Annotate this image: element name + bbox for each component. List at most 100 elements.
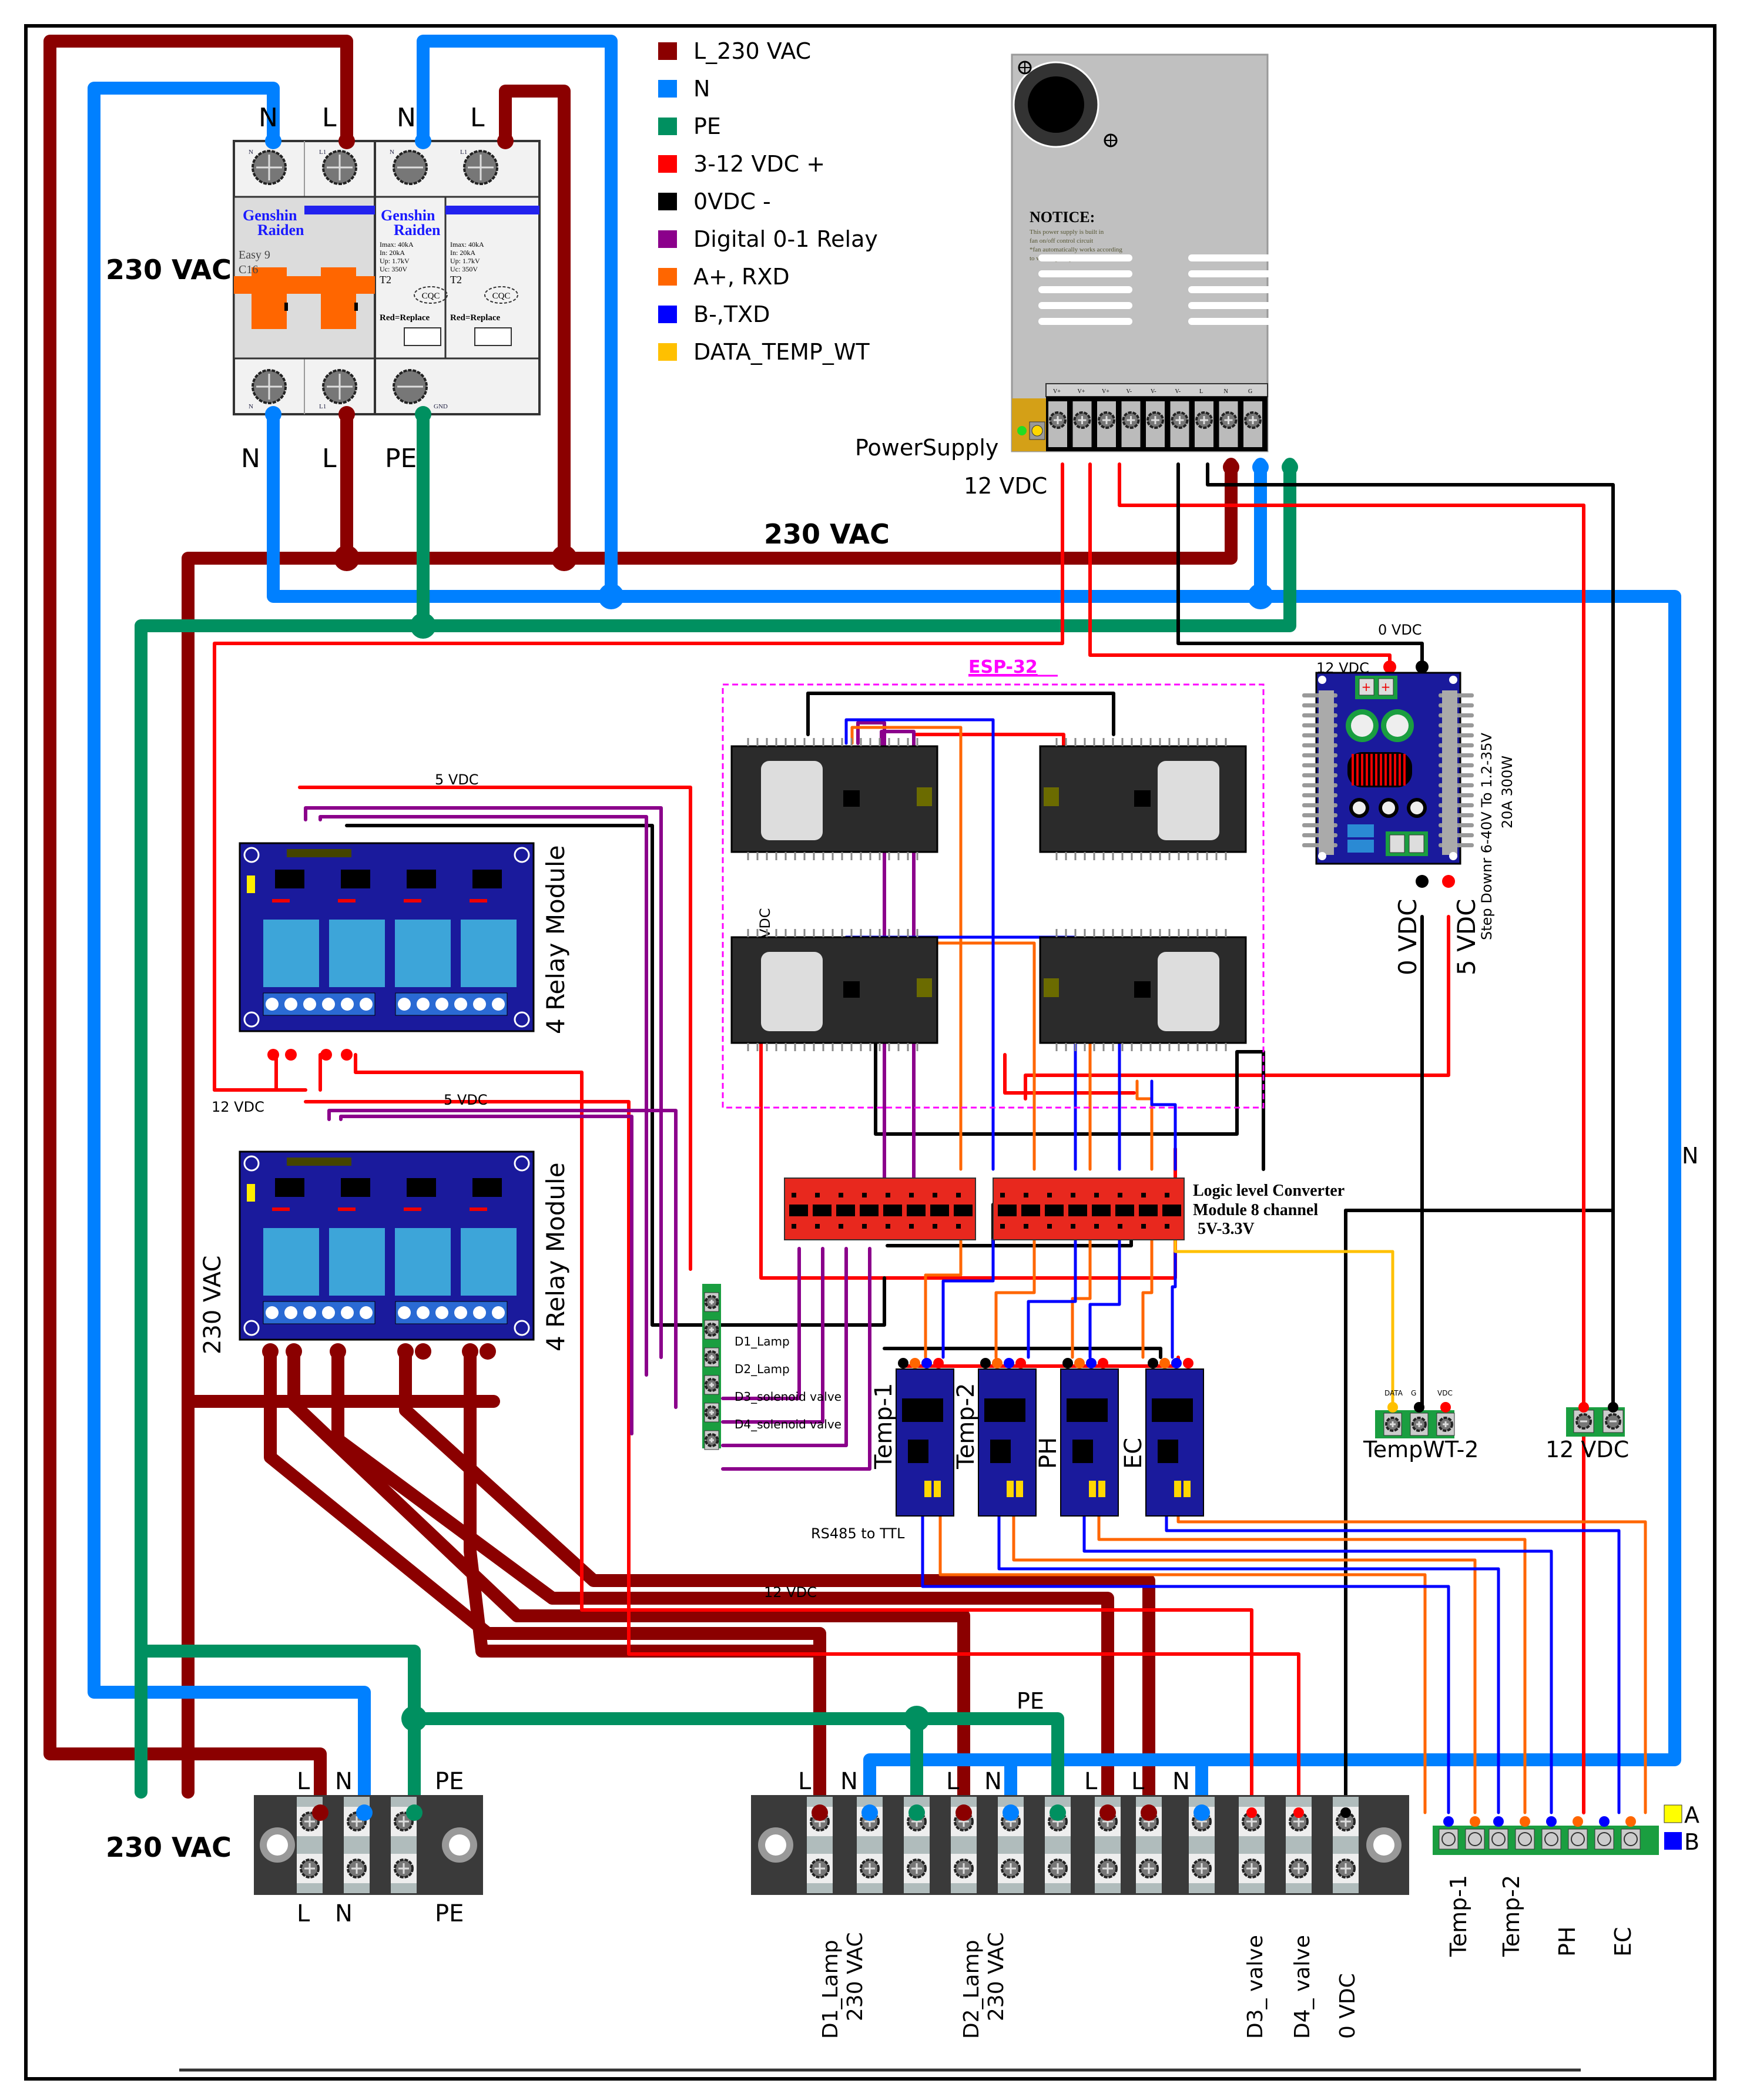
breaker-rating: C16 (239, 263, 258, 276)
output-terminal-bottom-label: D4_ valve (1290, 1935, 1315, 2039)
main-terminal-top-label: N (335, 1768, 353, 1795)
relay-module (239, 1150, 535, 1341)
psu-terminal-mark: V- (1151, 388, 1156, 395)
breaker-model: Easy 9 (239, 249, 270, 261)
main-terminal-bottom-label: PE (435, 1900, 464, 1927)
esp32-board (730, 738, 938, 860)
tempwt-pin-label: G (1411, 1389, 1416, 1397)
sensor-legend-a: A (1684, 1802, 1699, 1828)
relay-ac-dot (397, 1343, 414, 1360)
psu-terminal-mark: V+ (1078, 388, 1085, 395)
output-terminal-top-label: L (1084, 1768, 1098, 1795)
breaker-top-l2: L (470, 103, 485, 133)
sensor-legend-a-swatch (1664, 1804, 1682, 1823)
esp32-board (1039, 929, 1247, 1051)
n-side-label: N (1682, 1143, 1698, 1169)
spd-note-2: Red=Replace (450, 313, 501, 323)
legend-label: 0VDC - (693, 189, 771, 214)
relay-ac-dot (330, 1343, 346, 1360)
breaker-terminal-mark: N (390, 149, 394, 156)
stepdown-5vdc-out: 5 VDC (1452, 899, 1481, 975)
tempwt-terminal: DATA G VDC (1375, 1389, 1455, 1438)
psu-notice-title: NOTICE: (1030, 209, 1095, 226)
spd-spec: In: 20kA (380, 249, 405, 257)
breaker-brand-2: Raiden (257, 222, 304, 239)
psu-terminal-mark: N (1224, 388, 1228, 395)
converter-label-3: 5V-3.3V (1198, 1220, 1255, 1238)
breaker-bottom-l: L (322, 444, 337, 474)
stepdown-out-minus-dot (1416, 875, 1429, 888)
tempwt-pin-label: DATA (1384, 1389, 1403, 1397)
tempwt-pin-label: VDC (1437, 1389, 1453, 1397)
rs485-module-label: EC (1120, 1438, 1147, 1469)
main-terminal-top-label: L (297, 1768, 310, 1795)
breaker-terminal-mark: L1 (460, 149, 467, 156)
wire-l-230vac (43, 35, 1238, 1819)
output-terminal-bottom-sublabel: 230 VAC (843, 1932, 867, 2021)
relay2-5vdc-label: 5 VDC (444, 1092, 488, 1108)
relay-output-label: D1_Lamp (735, 1334, 790, 1348)
spd-spec: Uc: 350V (450, 265, 478, 273)
rs485-module (896, 1368, 954, 1517)
breaker-top-l1: L (322, 103, 337, 133)
ac-bus-label: 230 VAC (764, 518, 890, 550)
relay-output-label: D3_solenoid valve (735, 1390, 841, 1404)
legend-item: Digital 0-1 Relay (658, 226, 878, 252)
relay1-5vdc-label: 5 VDC (435, 771, 479, 788)
psu-wire-dots (1223, 459, 1298, 475)
stepdown-0vdc-out: 0 VDC (1393, 899, 1422, 975)
esp32-group-frame (722, 683, 1265, 1109)
psu-terminal-mark: V- (1127, 388, 1132, 395)
relay-ac-dot (286, 1343, 302, 1360)
junction-dots (334, 545, 1273, 1732)
legend-label: L_230 VAC (693, 38, 811, 64)
spd-cert-2: CQC (492, 291, 511, 301)
stepdown-in-minus-dot (1416, 660, 1429, 673)
psu-notice-line: fan on/off control circuit (1030, 237, 1093, 244)
breaker-wire-dots (265, 133, 514, 422)
legend-label: N (693, 76, 710, 102)
spd-note-1: Red=Replace (380, 313, 430, 323)
psu-terminal-mark: V+ (1102, 388, 1109, 395)
breaker-bottom-n: N (241, 444, 260, 474)
relay-dc-dot (341, 1049, 353, 1061)
legend-label: 3-12 VDC + (693, 151, 825, 177)
wire-data-temp-wt (1174, 1238, 1394, 1421)
main-terminal-bottom-label: N (335, 1900, 353, 1927)
psu-notice-line: *fan automatically works according (1030, 246, 1122, 253)
step-down-converter: + + (1302, 672, 1474, 865)
legend-item: A+, RXD (658, 264, 790, 290)
output-terminal-bottom-label: 0 VDC (1336, 1973, 1360, 2039)
breaker-top-n2: N (397, 103, 416, 133)
esp32-board (730, 929, 938, 1051)
legend-swatch (658, 80, 677, 98)
breaker-top-n1: N (259, 103, 278, 133)
stepdown-desc-2: 20A 300W (1499, 756, 1516, 828)
power-supply: NOTICE: This power supply is built infan… (1011, 53, 1282, 452)
relay-230vac-label: 230 VAC (199, 1256, 226, 1354)
breaker-terminal-mark: GND (434, 403, 448, 410)
dc-terminal-label: 12 VDC (1545, 1437, 1629, 1462)
psu-notice-line: This power supply is built in (1030, 229, 1104, 236)
circuit-breaker[interactable]: Genshin Raiden Easy 9 C16 Genshin Raiden… (233, 140, 541, 415)
breaker-bottom-pe: PE (385, 444, 417, 474)
output-terminal-bottom-label: D1_Lamp (819, 1940, 843, 2039)
rs485-module-label: PH (1035, 1437, 1062, 1469)
relay-ac-dot (262, 1343, 279, 1360)
legend-item: N (658, 76, 710, 102)
breaker-terminal-mark: N (249, 149, 253, 156)
rs485-module (1145, 1368, 1204, 1517)
stepdown-0vdc-label: 0 VDC (1378, 622, 1422, 638)
rs485-module-label: Temp-1 (870, 1383, 897, 1470)
stepdown-in-plus-icon: + (1362, 680, 1372, 694)
legend-swatch (658, 306, 677, 323)
psu-terminal-mark: V- (1175, 388, 1181, 395)
output-terminal-bottom-sublabel: 230 VAC (984, 1932, 1008, 2021)
legend-item: B-,TXD (658, 301, 770, 327)
legend-item: 3-12 VDC + (658, 151, 825, 177)
output-terminal-top-label: N (1172, 1768, 1190, 1795)
logic-level-converter (784, 1178, 976, 1240)
